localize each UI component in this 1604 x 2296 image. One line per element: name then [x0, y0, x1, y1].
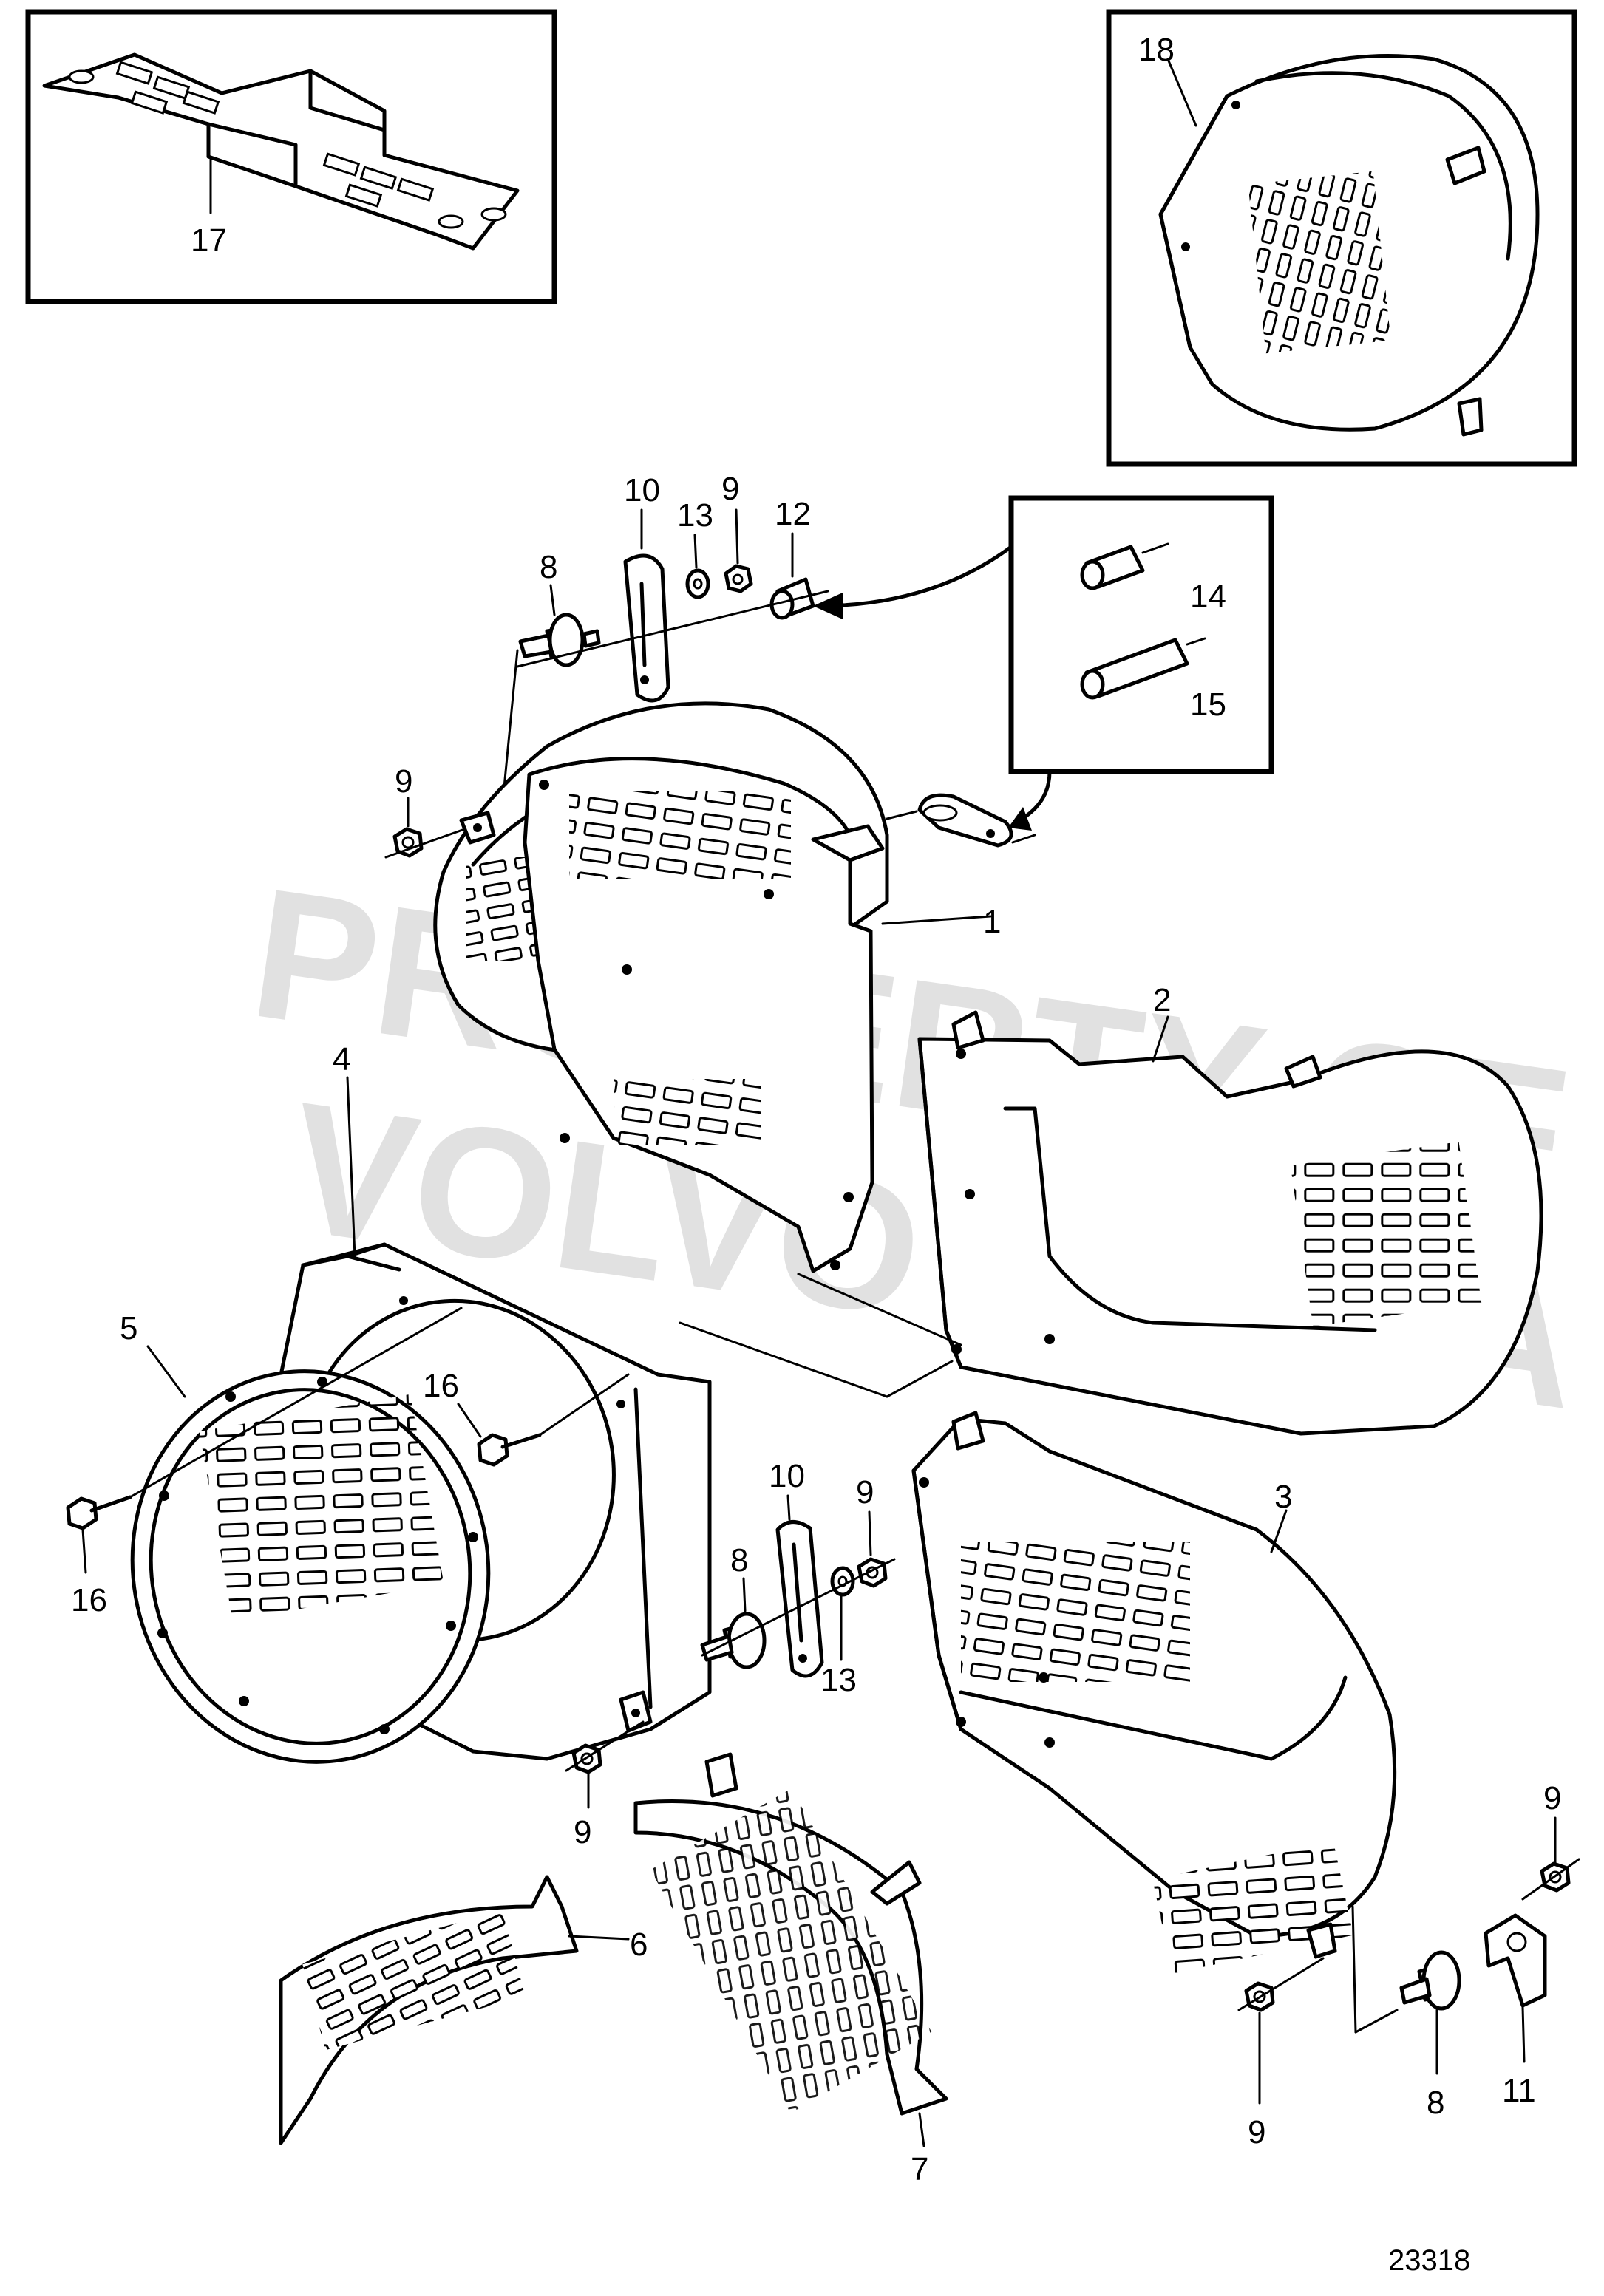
nut-9-lower-left: 9	[565, 1690, 653, 1850]
callout-1: 1	[983, 904, 1001, 940]
plate-10-middle	[775, 1520, 824, 1678]
reference-number: 23318	[1388, 2244, 1470, 2277]
callout-7: 7	[911, 2151, 928, 2187]
callout-9-top: 9	[721, 471, 739, 507]
callout-18: 18	[1138, 32, 1175, 68]
nut-9-left: 9	[384, 763, 512, 859]
part-5-fan-cover: 5	[120, 1310, 491, 1764]
bracket-11	[1484, 1913, 1547, 2008]
callout-16-left: 16	[71, 1582, 107, 1618]
callout-9-bottom: 9	[1248, 2114, 1265, 2150]
rubber-mount-8-top	[518, 613, 601, 667]
bolt-16-center: 16	[423, 1368, 630, 1467]
part-7-belt-guard: 7	[633, 1752, 948, 2187]
callout-3: 3	[1274, 1479, 1292, 1515]
part-1-fan-shroud: 1	[433, 701, 1001, 1273]
callout-17: 17	[191, 222, 227, 259]
callout-9-left: 9	[395, 763, 412, 800]
callout-2: 2	[1153, 982, 1171, 1018]
arrow-to-part-10	[1008, 769, 1052, 831]
callout-9-middle: 9	[856, 1474, 874, 1510]
arrow-to-part-12	[813, 545, 1013, 619]
cover-part-18	[1158, 54, 1540, 437]
inset-frame-17	[25, 9, 557, 304]
callout-15: 15	[1190, 687, 1226, 723]
spacer-part-14	[1080, 542, 1169, 590]
callout-9-lower-left: 9	[574, 1814, 591, 1850]
callout-11: 11	[1502, 2073, 1536, 2109]
callout-12: 12	[775, 496, 811, 532]
nut-9-far-right	[1521, 1858, 1580, 1901]
spacer-12	[769, 577, 815, 620]
spacer-part-15	[1080, 637, 1206, 700]
bracket-part-17	[42, 52, 520, 251]
callout-14: 14	[1190, 579, 1226, 615]
inset-frame-spacers	[1008, 495, 1274, 774]
hardware-bottom-right: 9 8 11 9	[1237, 1780, 1580, 2150]
plate-10-right	[886, 793, 1036, 848]
callout-10-top: 10	[624, 472, 660, 508]
nut-9-middle	[857, 1557, 888, 1588]
bolt-16-left: 16	[66, 1307, 463, 1618]
hardware-top: 8 10 13 9 12	[501, 471, 829, 804]
callout-6: 6	[630, 1927, 648, 1963]
callout-10-middle: 10	[769, 1458, 805, 1494]
callout-9-far-right: 9	[1543, 1780, 1561, 1816]
hardware-middle: 10 9 8 13	[700, 1458, 896, 1698]
inset-box-bracket-17: 17	[25, 9, 557, 304]
part-6-belt-guard: 6	[279, 1875, 648, 2145]
callout-13-middle: 13	[820, 1662, 857, 1698]
inset-box-spacers: 14 15	[1008, 495, 1274, 774]
callout-16-center: 16	[423, 1368, 459, 1404]
inset-frame-18	[1106, 9, 1577, 467]
callout-4: 4	[333, 1041, 350, 1077]
plate-10-top	[623, 553, 670, 703]
part-3-fan-shroud: 3	[911, 1411, 1397, 1974]
rubber-mount-8-bottom	[1399, 1950, 1461, 2011]
callout-8-middle: 8	[730, 1542, 748, 1578]
inset-box-cover-18: 18	[1106, 9, 1577, 467]
nut-9-top	[724, 564, 753, 593]
callout-8-top: 8	[540, 549, 557, 585]
callout-5: 5	[120, 1310, 137, 1346]
nut-9-bottom	[1237, 1957, 1325, 2012]
callout-8-bottom: 8	[1427, 2085, 1444, 2121]
callout-13-top: 13	[677, 497, 713, 534]
rubber-mount-8-middle	[700, 1612, 767, 1669]
assembly-lines-center	[679, 1273, 962, 1398]
part-2-fan-shroud: 2	[917, 982, 1543, 1436]
